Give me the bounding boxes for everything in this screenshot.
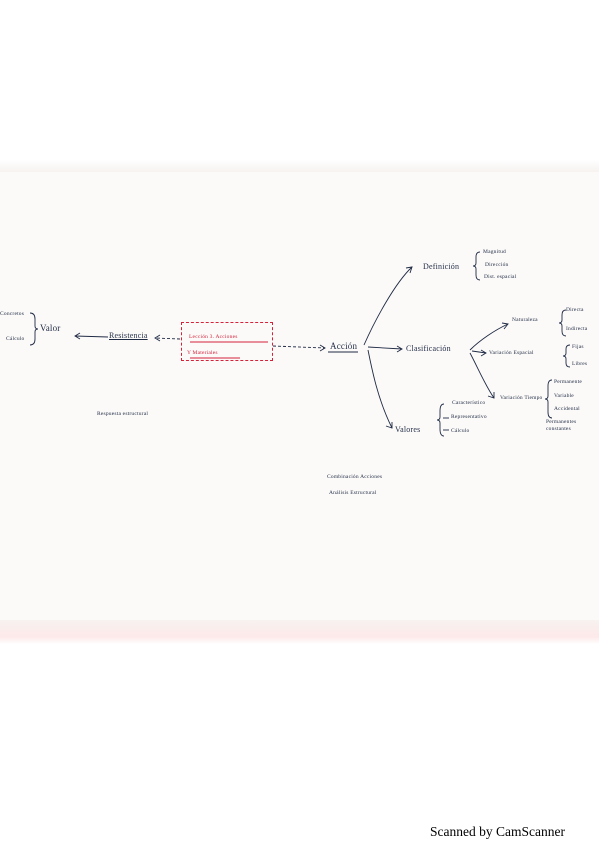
node-valores: Valores bbox=[395, 425, 421, 434]
naturaleza-item-1: Directa bbox=[566, 307, 584, 313]
scanner-watermark: Scanned by CamScanner bbox=[430, 824, 565, 839]
link-naturaleza bbox=[469, 323, 509, 351]
brace-left bbox=[29, 312, 39, 346]
variacion-tiempo-item-2: Variable bbox=[554, 393, 574, 399]
valores-item-2: Representativo bbox=[451, 414, 487, 420]
brace-variacion-tiempo bbox=[544, 379, 553, 419]
resistencia-label: Resistencia bbox=[109, 331, 148, 340]
link-variacion-tiempo bbox=[469, 352, 495, 399]
arrow-central-resistencia bbox=[154, 337, 181, 340]
node-variacion-espacial: Variación Espacial bbox=[489, 350, 534, 356]
left-item-1: Concretos bbox=[0, 311, 25, 317]
page-shadow-bottom bbox=[0, 620, 599, 644]
scanned-page bbox=[0, 172, 599, 642]
definicion-item-1: Magnitud bbox=[483, 249, 506, 255]
link-valores bbox=[367, 349, 393, 429]
brace-valores bbox=[436, 403, 445, 437]
arrow-resistencia-valor bbox=[74, 335, 109, 338]
definicion-item-2: Dirección bbox=[485, 262, 509, 268]
link-clasificacion bbox=[367, 346, 403, 350]
definicion-item-3: Dist. espacial bbox=[484, 274, 517, 280]
variacion-espacial-item-1: Fijas bbox=[572, 344, 584, 350]
valores-item-3: Cálculo bbox=[451, 428, 470, 434]
brace-definicion bbox=[472, 251, 481, 281]
left-item-2: Cálculo bbox=[6, 336, 25, 342]
page-shadow-top bbox=[0, 160, 599, 174]
link-variacion-espacial bbox=[471, 350, 487, 354]
link-definicion bbox=[363, 266, 413, 346]
valores-item-1: Característico bbox=[452, 400, 486, 406]
node-clasificacion: Clasificación bbox=[406, 344, 451, 353]
variacion-espacial-item-2: Libres bbox=[572, 361, 588, 367]
note-analisis: Análisis Estructural bbox=[329, 490, 377, 496]
central-topic-line1: Lección 3. Acciones bbox=[189, 334, 238, 340]
note-combinacion: Combinación Acciones bbox=[327, 474, 383, 480]
brace-variacion-espacial bbox=[562, 344, 571, 368]
central-topic-box bbox=[181, 322, 273, 361]
central-topic-line2: Y Materiales bbox=[187, 350, 218, 356]
brace-naturaleza bbox=[558, 309, 567, 337]
root-accion: Acción bbox=[330, 341, 358, 351]
node-definicion: Definición bbox=[423, 262, 460, 271]
node-naturaleza: Naturaleza bbox=[512, 317, 538, 323]
variacion-tiempo-item-1: Permanente bbox=[554, 379, 582, 385]
arrow-central-accion bbox=[272, 345, 326, 349]
variacion-tiempo-item-3: Accidental bbox=[554, 406, 580, 412]
variacion-tiempo-item-4: Permanentes constantes bbox=[546, 419, 577, 432]
note-respuesta: Respuesta estructural bbox=[97, 411, 149, 417]
valor-label: Valor bbox=[40, 323, 61, 333]
naturaleza-item-2: Indirecta bbox=[566, 326, 588, 332]
node-variacion-tiempo: Variación Tiempo bbox=[500, 395, 543, 401]
